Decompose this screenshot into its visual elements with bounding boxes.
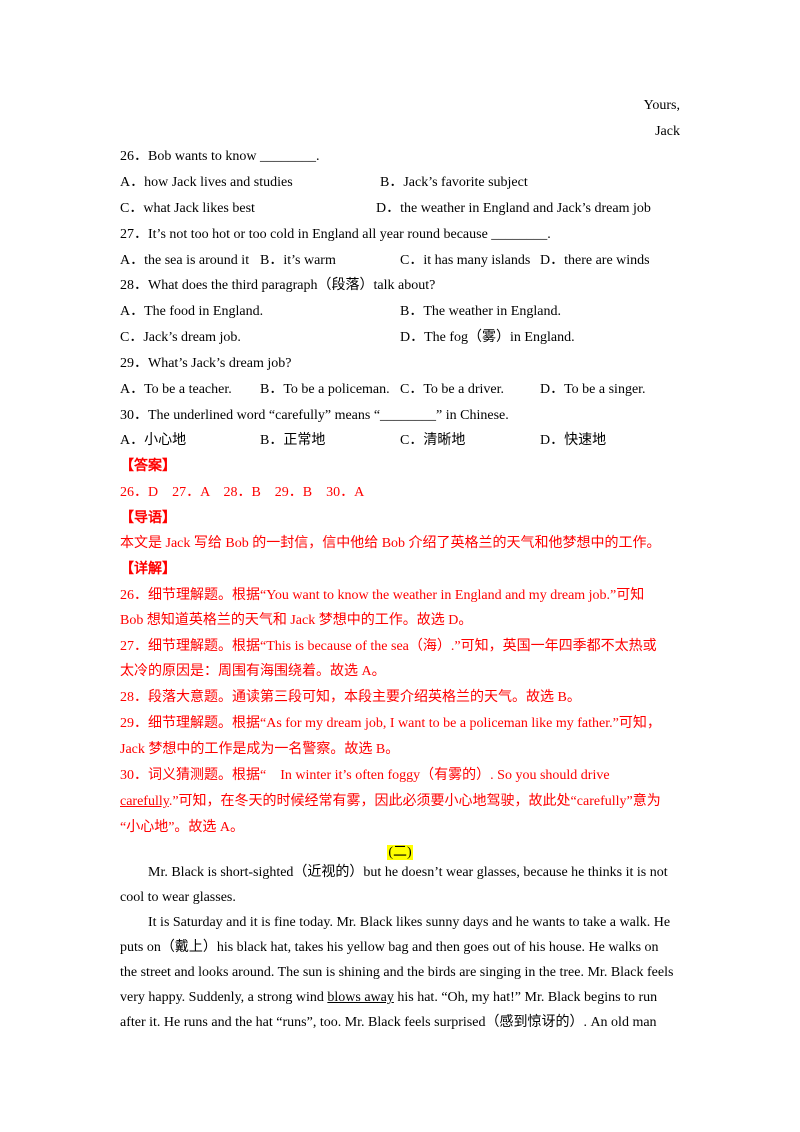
detail-29-line-1: 29．细节理解题。根据“As for my dream job, I want … bbox=[120, 716, 661, 731]
q26-option-a: A．how Jack lives and studies bbox=[120, 175, 293, 190]
detail-26-line-1: 26．细节理解题。根据“You want to know the weather… bbox=[120, 588, 645, 603]
detail-30-line-2-rest: .”可知，在冬天的时候经常有雾，因此必须要小心地驾驶，故此处“carefully… bbox=[168, 794, 661, 809]
section-title: (二) bbox=[387, 845, 413, 860]
closing-yours: Yours, bbox=[643, 98, 680, 113]
detail-26-line-2: Bob 想知道英格兰的天气和 Jack 梦想中的工作。故选 D。 bbox=[120, 613, 473, 628]
q29-option-a: A．To be a teacher. bbox=[120, 382, 232, 397]
q30-option-b: B．正常地 bbox=[260, 433, 326, 448]
passage-p2-line-4a: very happy. Suddenly, a strong wind bbox=[120, 990, 328, 1005]
passage-p2-line-5: after it. He runs and the hat “runs”, to… bbox=[120, 1015, 657, 1030]
q26-option-d: D．the weather in England and Jack’s drea… bbox=[376, 201, 651, 216]
q26-option-c: C．what Jack likes best bbox=[120, 201, 255, 216]
q28-option-c: C．Jack’s dream job. bbox=[120, 330, 241, 345]
question-27-stem: 27．It’s not too hot or too cold in Engla… bbox=[120, 227, 551, 242]
detail-29-line-2: Jack 梦想中的工作是成为一名警察。故选 B。 bbox=[120, 742, 400, 757]
detail-header: 【详解】 bbox=[120, 562, 176, 577]
passage-p2-line-3: the street and looks around. The sun is … bbox=[120, 965, 674, 980]
detail-27-line-1: 27．细节理解题。根据“This is because of the sea（海… bbox=[120, 639, 657, 654]
detail-30-line-3: “小心地”。故选 A。 bbox=[120, 820, 245, 835]
q29-option-d: D．To be a singer. bbox=[540, 382, 646, 397]
q27-option-a: A．the sea is around it bbox=[120, 253, 250, 268]
guide-text: 本文是 Jack 写给 Bob 的一封信，信中他给 Bob 介绍了英格兰的天气和… bbox=[120, 536, 661, 551]
q29-option-c: C．To be a driver. bbox=[400, 382, 504, 397]
passage-p2-line-4: very happy. Suddenly, a strong wind blow… bbox=[120, 985, 680, 1011]
question-30-stem: 30．The underlined word “carefully” means… bbox=[120, 408, 509, 423]
q28-option-b: B．The weather in England. bbox=[400, 304, 561, 319]
detail-28: 28．段落大意题。通读第三段可知，本段主要介绍英格兰的天气。故选 B。 bbox=[120, 690, 581, 705]
question-26-stem: 26．Bob wants to know ________. bbox=[120, 149, 320, 164]
answer-list: 26．D 27．A 28．B 29．B 30．A bbox=[120, 485, 365, 500]
question-28-stem: 28．What does the third paragraph（段落）talk… bbox=[120, 278, 436, 293]
q27-option-b: B．it’s warm bbox=[260, 253, 336, 268]
detail-30-line-2: carefully.”可知，在冬天的时候经常有雾，因此必须要小心地驾驶，故此处“… bbox=[120, 792, 661, 812]
answer-header: 【答案】 bbox=[120, 459, 176, 474]
passage-p2-line-2: puts on（戴上）his black hat, takes his yell… bbox=[120, 940, 659, 955]
q28-option-a: A．The food in England. bbox=[120, 304, 264, 319]
passage-p2-line-1: It is Saturday and it is fine today. Mr.… bbox=[148, 915, 671, 930]
passage-p2-line-4b: his hat. “Oh, my hat!” Mr. Black begins … bbox=[393, 990, 658, 1005]
underlined-phrase-blows-away: blows away bbox=[327, 990, 394, 1005]
underlined-word-carefully: carefully bbox=[120, 794, 169, 809]
detail-30-line-1: 30．词义猜测题。根据“ In winter it’s often foggy（… bbox=[120, 768, 610, 783]
q30-option-c: C．清晰地 bbox=[400, 433, 466, 448]
closing-name: Jack bbox=[655, 124, 680, 139]
guide-header: 【导语】 bbox=[120, 511, 176, 526]
passage-p1-line-2: cool to wear glasses. bbox=[120, 890, 236, 905]
q26-option-b: B．Jack’s favorite subject bbox=[380, 175, 528, 190]
q28-option-d: D．The fog（雾）in England. bbox=[400, 330, 575, 345]
q30-option-a: A．小心地 bbox=[120, 433, 187, 448]
detail-27-line-2: 太冷的原因是：周围有海围绕着。故选 A。 bbox=[120, 664, 386, 679]
q30-option-d: D．快速地 bbox=[540, 433, 607, 448]
question-29-stem: 29．What’s Jack’s dream job? bbox=[120, 356, 292, 371]
section-title-wrap: (二) bbox=[0, 843, 800, 863]
q27-option-d: D．there are winds bbox=[540, 253, 650, 268]
q27-option-c: C．it has many islands bbox=[400, 253, 531, 268]
passage-p1-line-1: Mr. Black is short-sighted（近视的）but he do… bbox=[148, 865, 668, 880]
q29-option-b: B．To be a policeman. bbox=[260, 382, 390, 397]
